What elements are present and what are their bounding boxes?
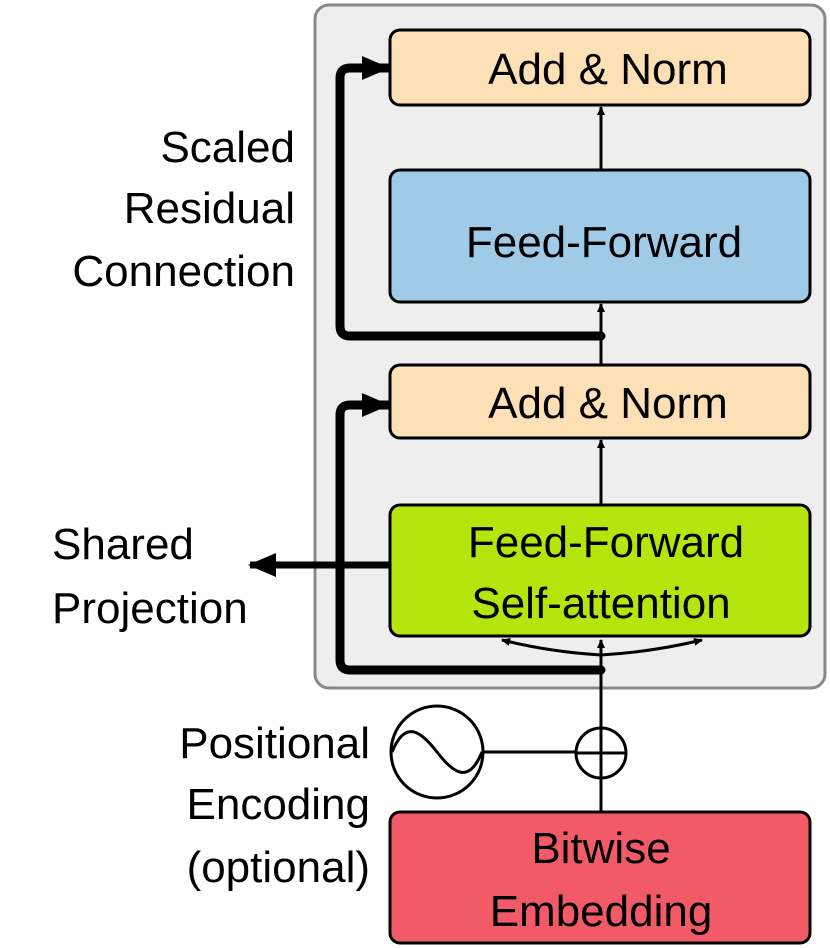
- attention-label-line2: Self-attention: [471, 579, 730, 628]
- positional-label-line1: Positional: [179, 719, 370, 768]
- residual-connection-top: [335, 56, 606, 341]
- attention-label-line1: Feed-Forward: [468, 518, 744, 567]
- residual-label-line2: Residual: [124, 184, 295, 233]
- projection-label-line2: Projection: [52, 584, 248, 633]
- residual-label: Scaled Residual Connection: [72, 123, 295, 296]
- positional-label: Positional Encoding (optional): [179, 719, 370, 892]
- add-norm-bottom-label: Add & Norm: [488, 379, 728, 428]
- projection-label: Shared Projection: [52, 520, 248, 633]
- residual-label-line1: Scaled: [160, 123, 295, 172]
- embedding-label-line1: Bitwise: [531, 824, 670, 873]
- embedding-block: Bitwise Embedding: [388, 810, 812, 945]
- attention-split-arrow-right: [600, 637, 703, 657]
- positional-label-line2: Encoding: [187, 780, 370, 829]
- attention-block: Feed-Forward Self-attention: [388, 503, 812, 638]
- sine-wave-icon: [389, 704, 485, 800]
- add-norm-bottom-block: Add & Norm: [388, 363, 812, 440]
- residual-label-line3: Connection: [72, 247, 295, 296]
- feed-forward-label: Feed-Forward: [466, 218, 742, 267]
- embedding-label-line2: Embedding: [490, 887, 713, 936]
- add-operator-icon: [574, 726, 628, 780]
- projection-label-line1: Shared: [52, 520, 194, 569]
- residual-connection-bottom: [335, 393, 606, 675]
- add-norm-top-block: Add & Norm: [388, 28, 812, 107]
- positional-label-line3: (optional): [187, 843, 370, 892]
- attention-split-arrows: [501, 638, 602, 657]
- add-norm-top-label: Add & Norm: [488, 45, 728, 94]
- feed-forward-block: Feed-Forward: [388, 168, 812, 304]
